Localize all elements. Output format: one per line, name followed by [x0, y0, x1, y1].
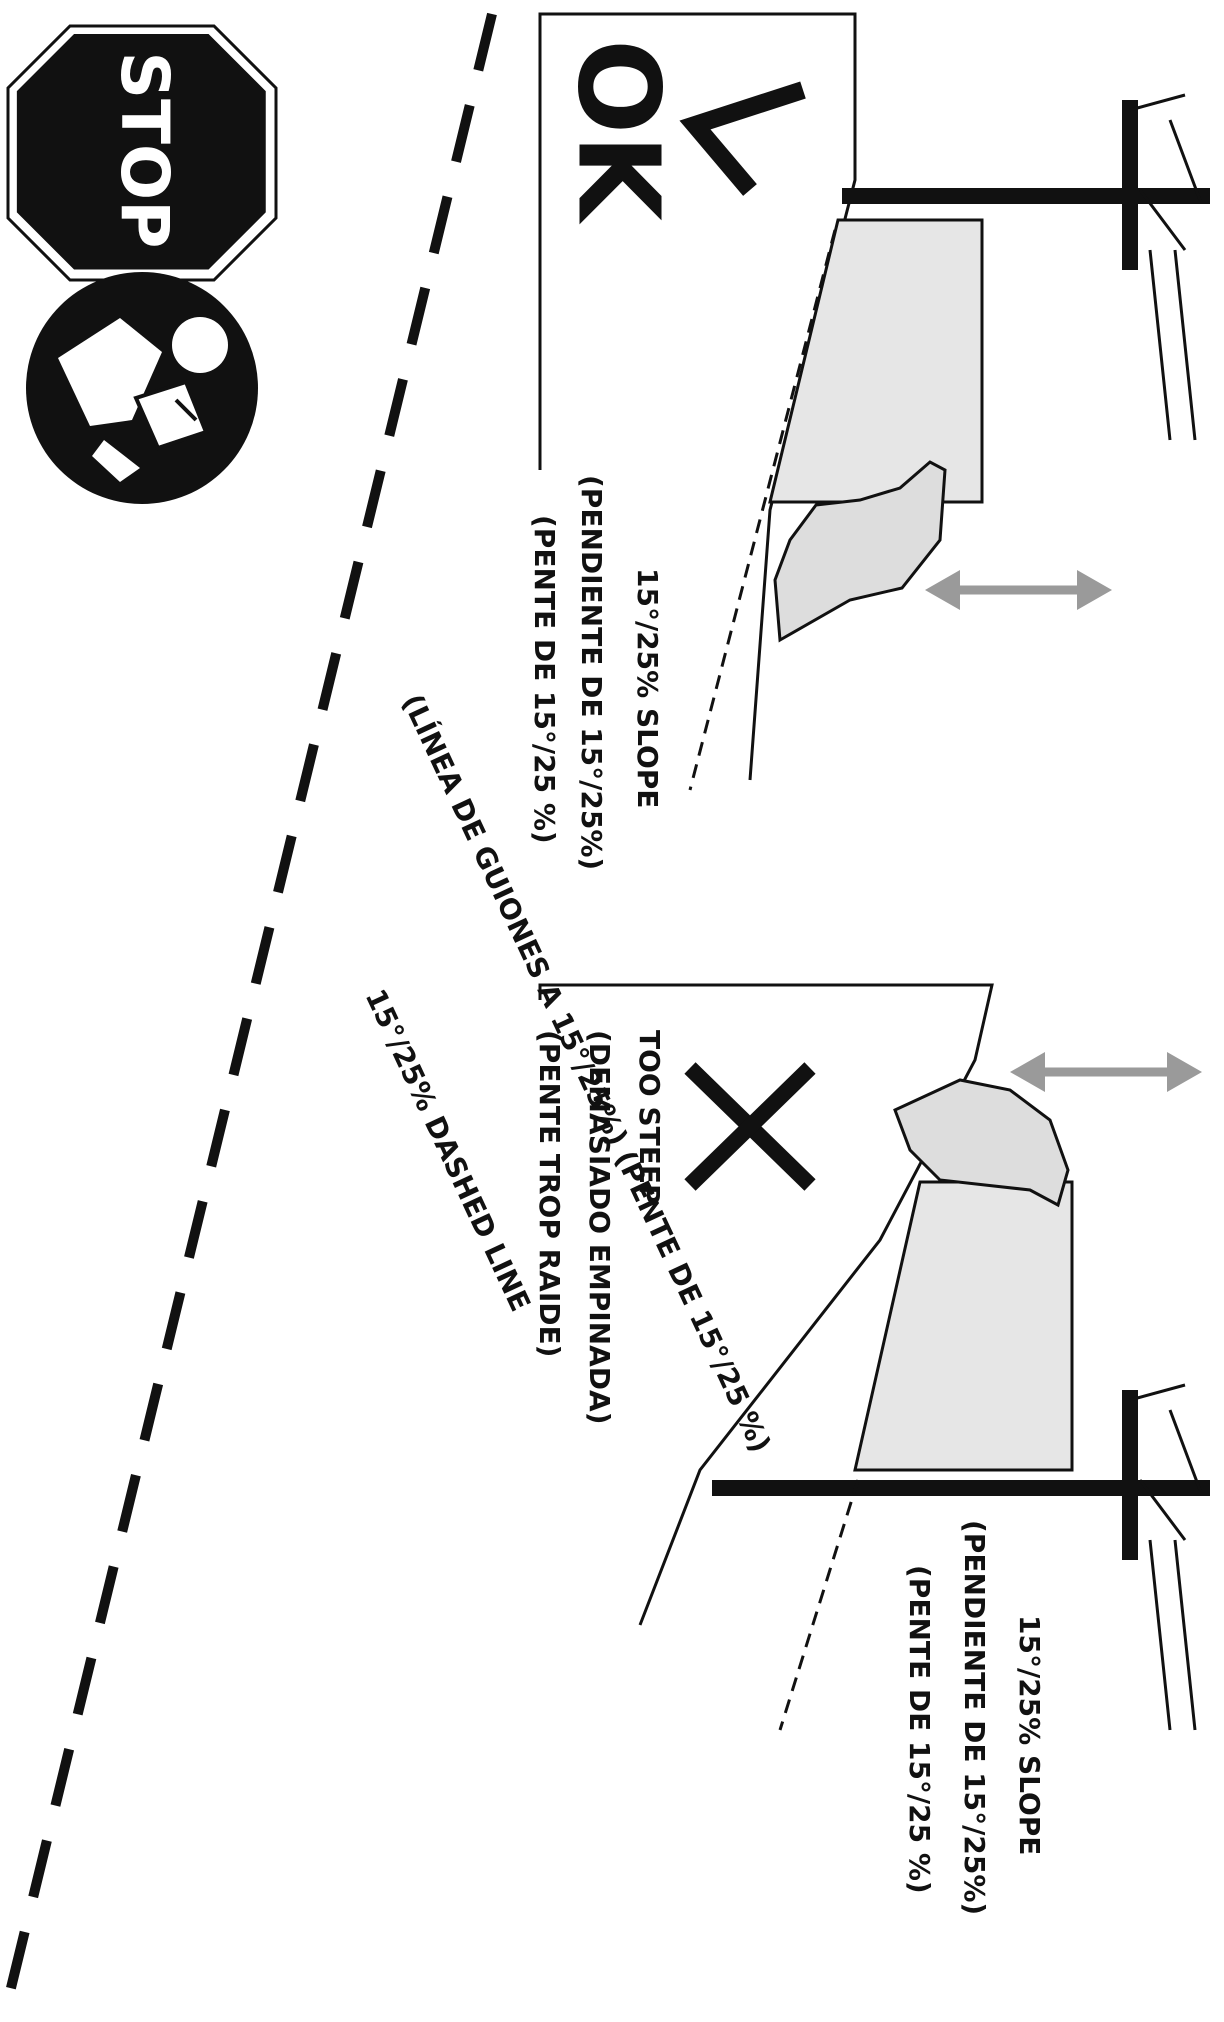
steep-warning-line-1: TOO STEEP — [633, 1030, 666, 1205]
steep-warning-line-2: (DEMASIADO EMPINADA) — [583, 1030, 616, 1425]
dashed-line-label-1: 15°/25% DASHED LINE — [359, 984, 537, 1316]
ok-panel: OK 15°/25% SLOPE (PENDIENTE DE 15°/25%) … — [528, 12, 1210, 870]
slope-guide-dashed-ok — [688, 229, 837, 791]
mower-frame-ok — [1129, 93, 1202, 441]
steep-slope-line-2: (PENDIENTE DE 15°/25%) — [958, 1520, 991, 1915]
stop-sign-label: STOP — [106, 51, 183, 248]
dashed-line-15-25 — [5, 12, 497, 1994]
too-steep-panel: TOO STEEP (DEMASIADO EMPINADA) (PENTE TR… — [533, 983, 1210, 1915]
x-mark-icon — [684, 1062, 816, 1191]
hand-steep — [893, 1078, 1070, 1208]
double-arrow-steep — [1010, 1052, 1202, 1092]
ok-panel-frame — [538, 12, 857, 781]
paper-sheet-ok — [768, 218, 984, 504]
ok-status-label: OK — [552, 39, 682, 225]
slope-guide-dashed-steep — [778, 1479, 860, 1731]
steep-slope-line-1: 15°/25% SLOPE — [1013, 1615, 1046, 1855]
read-manual-icon — [26, 272, 258, 504]
ok-slope-line-2: (PENDIENTE DE 15°/25%) — [575, 475, 608, 870]
steep-panel-frame — [538, 983, 994, 1626]
ok-slope-line-1: 15°/25% SLOPE — [631, 568, 664, 808]
stop-sign-icon: STOP — [6, 24, 278, 282]
double-arrow-ok — [925, 570, 1112, 610]
hand-ok — [773, 460, 947, 643]
steep-slope-line-3: (PENTE DE 15°/25 %) — [903, 1565, 936, 1894]
ok-slope-line-3: (PENTE DE 15°/25 %) — [528, 515, 561, 844]
mower-frame-steep — [1129, 1383, 1202, 1731]
steep-warning-line-3: (PENTE TROP RAIDE) — [533, 1030, 566, 1357]
check-mark-icon — [679, 81, 806, 196]
